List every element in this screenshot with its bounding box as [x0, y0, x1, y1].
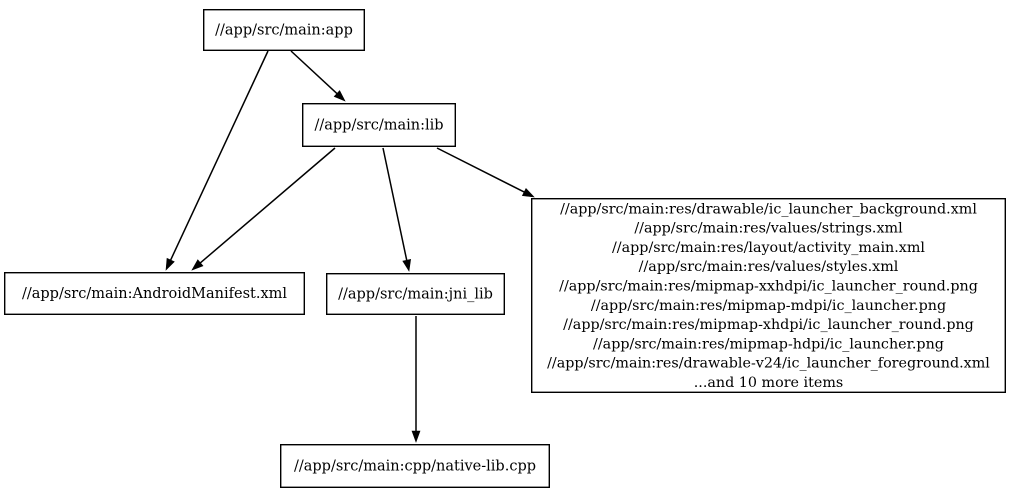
graph-edge-app-to-manifest [165, 50, 269, 271]
nodes-layer: //app/src/main:app //app/src/main:lib //ap… [3, 8, 1007, 489]
graph-node-label-line: //app/src/main:res/layout/activity_main.… [612, 240, 925, 256]
graph-node-manifest[interactable]: //app/src/main:AndroidManifest.xml [3, 272, 306, 316]
graph-node-label-line: //app/src/main:res/values/strings.xml [634, 221, 903, 237]
graph-node-lib[interactable]: //app/src/main:lib [302, 102, 457, 147]
graph-node-native_lib[interactable]: //app/src/main:cpp/native-lib.cpp [280, 444, 551, 489]
graph-edge-app-to-lib [290, 50, 346, 102]
graph-node-label-line: //app/src/main:res/mipmap-xhdpi/ic_launc… [563, 317, 974, 333]
graph-node-label-native_lib: //app/src/main:cpp/native-lib.cpp [294, 459, 536, 475]
graph-edge-jni-lib-to-native-lib [411, 316, 421, 443]
graph-node-label-line: //app/src/main:res/values/styles.xml [639, 259, 899, 275]
graph-node-label-line: //app/src/main:res/drawable-v24/ic_launc… [547, 356, 990, 372]
graph-node-label-line: //app/src/main:res/mipmap-hdpi/ic_launch… [593, 336, 944, 352]
graph-node-label-resources: //app/src/main:res/drawable/ic_launcher_… [547, 201, 990, 391]
graph-node-label-line: //app/src/main:res/drawable/ic_launcher_… [560, 201, 977, 217]
graph-node-label-lib: //app/src/main:lib [314, 118, 443, 134]
graph-edge-lib-to-jni-lib [382, 147, 411, 272]
graph-edge-lib-to-manifest [191, 147, 336, 271]
graph-edge-lib-to-resources [436, 147, 535, 198]
graph-node-label-line: //app/src/main:res/mipmap-xxhdpi/ic_laun… [559, 278, 978, 294]
graph-node-label-app: //app/src/main:app [215, 23, 353, 39]
graph-node-label-jni_lib: //app/src/main:jni_lib [338, 287, 493, 303]
graph-node-resources[interactable]: //app/src/main:res/drawable/ic_launcher_… [531, 197, 1007, 394]
graph-node-label-line: //app/src/main:res/mipmap-mdpi/ic_launch… [591, 298, 946, 314]
graph-node-app[interactable]: //app/src/main:app [202, 8, 366, 51]
graph-node-label-manifest: //app/src/main:AndroidManifest.xml [22, 286, 287, 302]
edges-layer [165, 50, 535, 443]
graph-node-label-line: ...and 10 more items [694, 375, 843, 391]
graph-node-jni_lib[interactable]: //app/src/main:jni_lib [326, 273, 506, 316]
